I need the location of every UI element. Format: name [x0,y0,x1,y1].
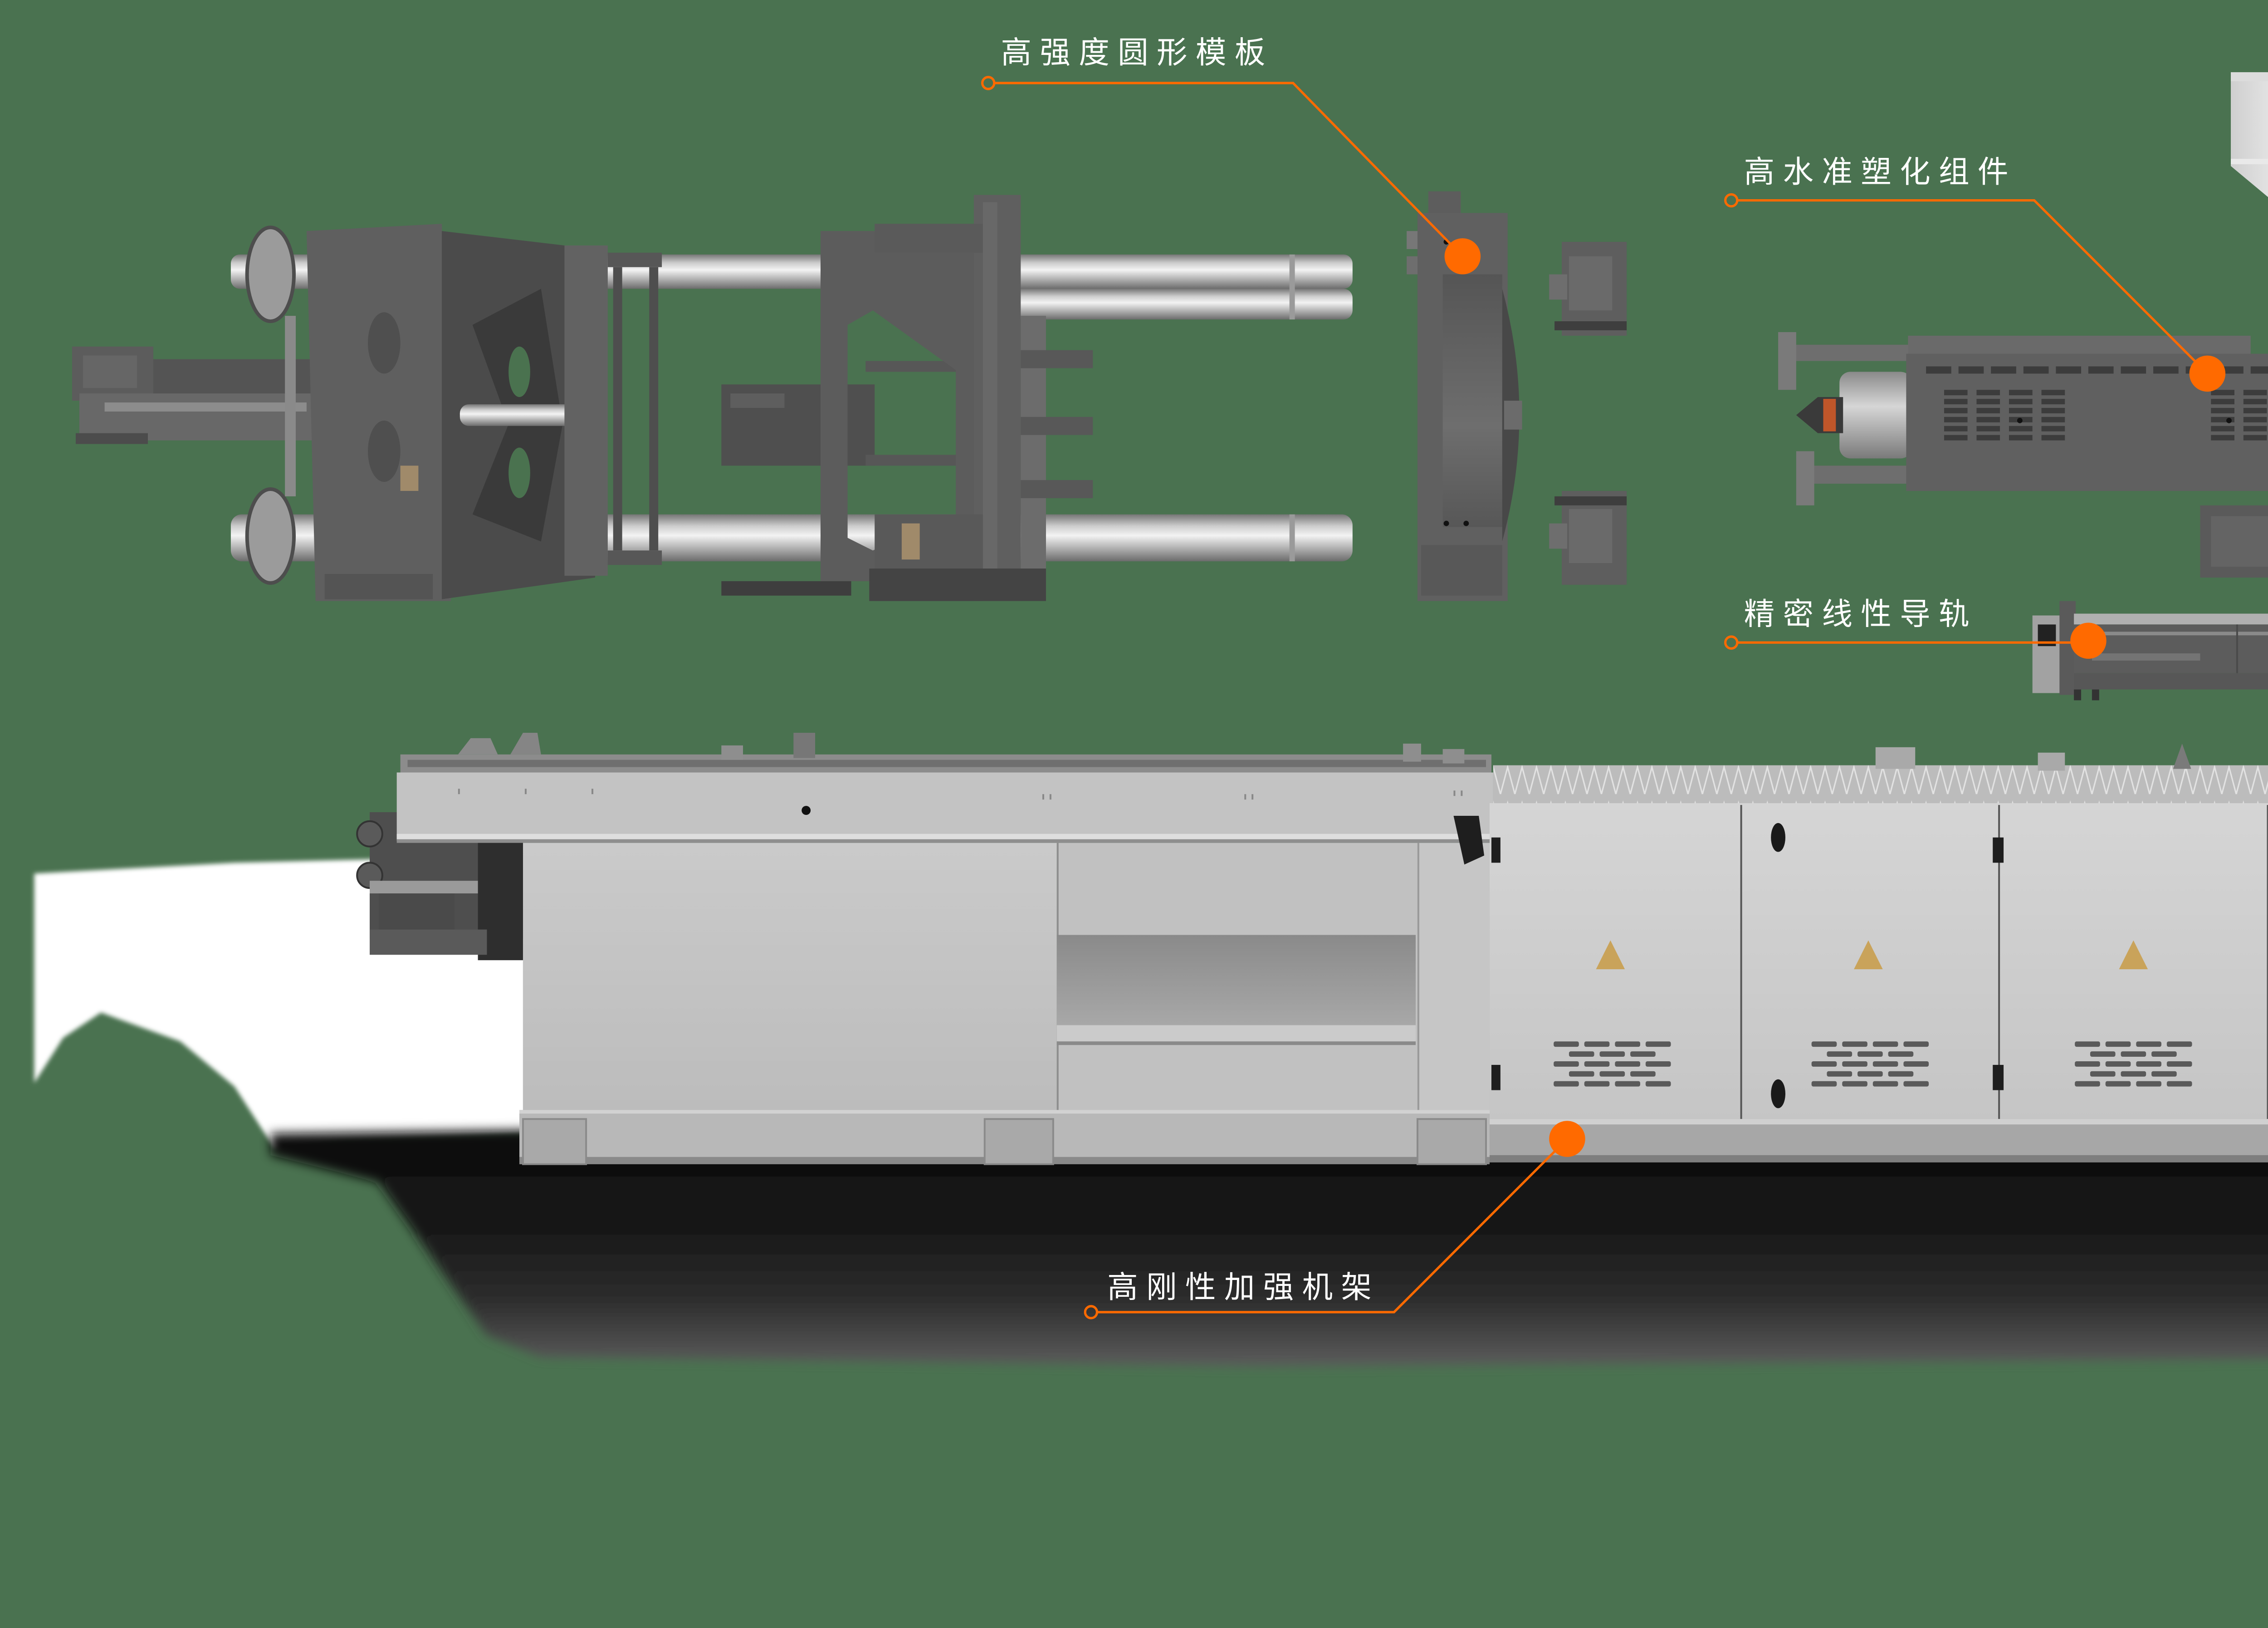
clamping-unit [72,195,1353,601]
door-handle-icon [1771,823,1786,852]
door-seam [1998,805,2000,1119]
machine-frame-base [356,732,2268,1165]
door-seam [2267,805,2268,1119]
warning-triangle-icon [2119,940,2148,970]
ground-shadow [270,1108,2268,1367]
hotspot-dot-mold-platen [1444,238,1481,275]
linear-guide-rail [2032,601,2268,701]
callout-ring-icon [1724,635,1739,650]
warning-triangle-icon [1596,940,1625,970]
door-seam [1740,805,1742,1119]
callout-ring-icon [1724,193,1739,208]
hopper [2231,72,2268,197]
callout-label-machine-frame: 高刚性加强机架 [1107,1270,1380,1307]
hotspot-dot-machine-frame [1549,1121,1585,1157]
callout-label-linear-guide: 精密线性导轨 [1744,597,1978,634]
callout-linear-guide-leader [1724,635,2088,650]
warning-triangle-icon [1854,940,1883,970]
callout-plasticizing-unit-leader [1724,193,2209,375]
latch-icon [1453,815,1485,865]
hotspot-dot-linear-guide [2070,623,2107,659]
callout-label-plasticizing-unit: 高水准塑化组件 [1744,155,2017,191]
callout-ring-icon [1084,1305,1099,1319]
callout-ring-icon [981,76,996,90]
door-handle-icon [1771,1079,1786,1108]
callout-mold-platen-leader [981,76,1464,257]
callout-label-mold-platen: 高强度圆形模板 [1001,36,1274,73]
electrical-cabinet [1489,743,2268,1121]
hotspot-dot-plasticizing-unit [2189,355,2226,392]
round-mold-platen [1407,191,1522,601]
ejector-assemblies [1549,242,1627,585]
callout-machine-frame-leader [1084,1138,1568,1319]
